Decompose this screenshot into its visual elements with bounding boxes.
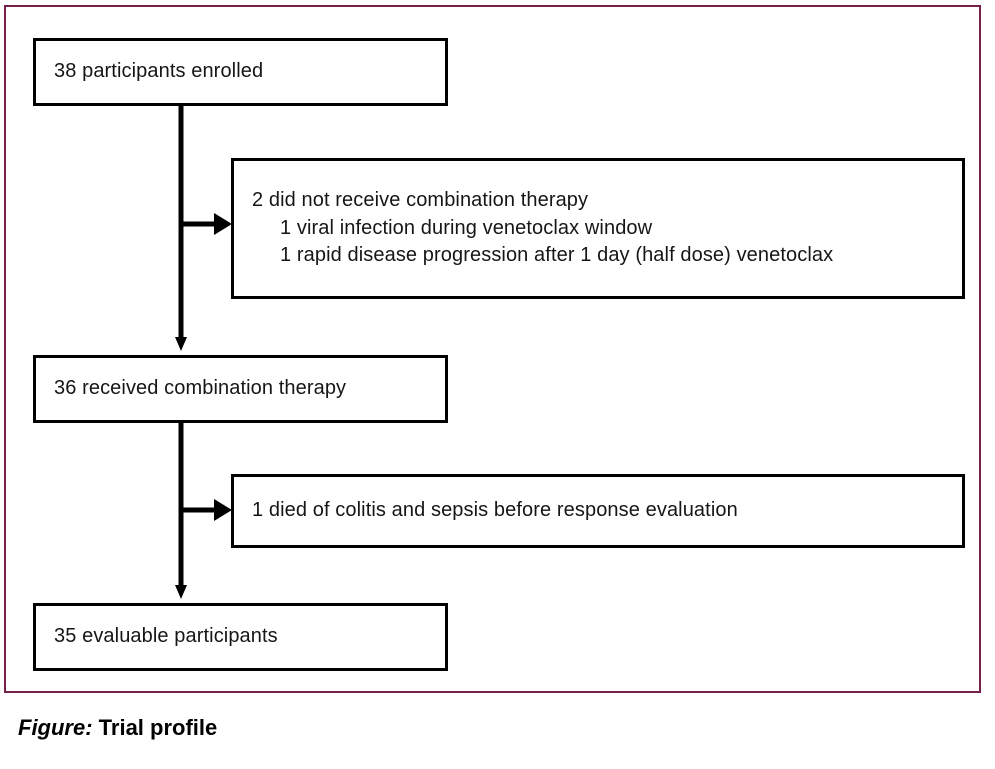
flow-connectors [175,106,232,599]
flow-node-not-received: 2 did not receive combination therapy 1 v… [231,158,965,299]
figure-caption-title: Trial profile [92,715,218,740]
flow-node-died: 1 died of colitis and sepsis before resp… [231,474,965,548]
flow-node-not-received-line-2: 1 viral infection during venetoclax wind… [280,216,653,239]
flow-chart: 38 participants enrolled 2 did not recei… [6,7,979,691]
flow-node-received-label: 36 received combination therapy [54,377,347,400]
flow-node-not-received-line-1: 2 did not receive combination therapy [252,189,589,212]
flow-node-evaluable-label: 35 evaluable participants [54,625,278,648]
flow-node-not-received-line-3: 1 rapid disease progression after 1 day … [280,244,834,267]
flow-node-received: 36 received combination therapy [33,355,448,423]
figure-caption-label: Figure: [18,715,93,740]
figure-caption: Figure: Trial profile [18,715,217,741]
flow-node-evaluable: 35 evaluable participants [33,603,448,671]
figure-frame: 38 participants enrolled 2 did not recei… [4,5,981,693]
flow-node-died-label: 1 died of colitis and sepsis before resp… [252,499,738,522]
flow-node-enrolled: 38 participants enrolled [33,38,448,106]
flow-node-enrolled-label: 38 participants enrolled [54,60,264,83]
flow-node-not-received-text: 2 did not receive combination therapy 1 v… [252,187,833,270]
